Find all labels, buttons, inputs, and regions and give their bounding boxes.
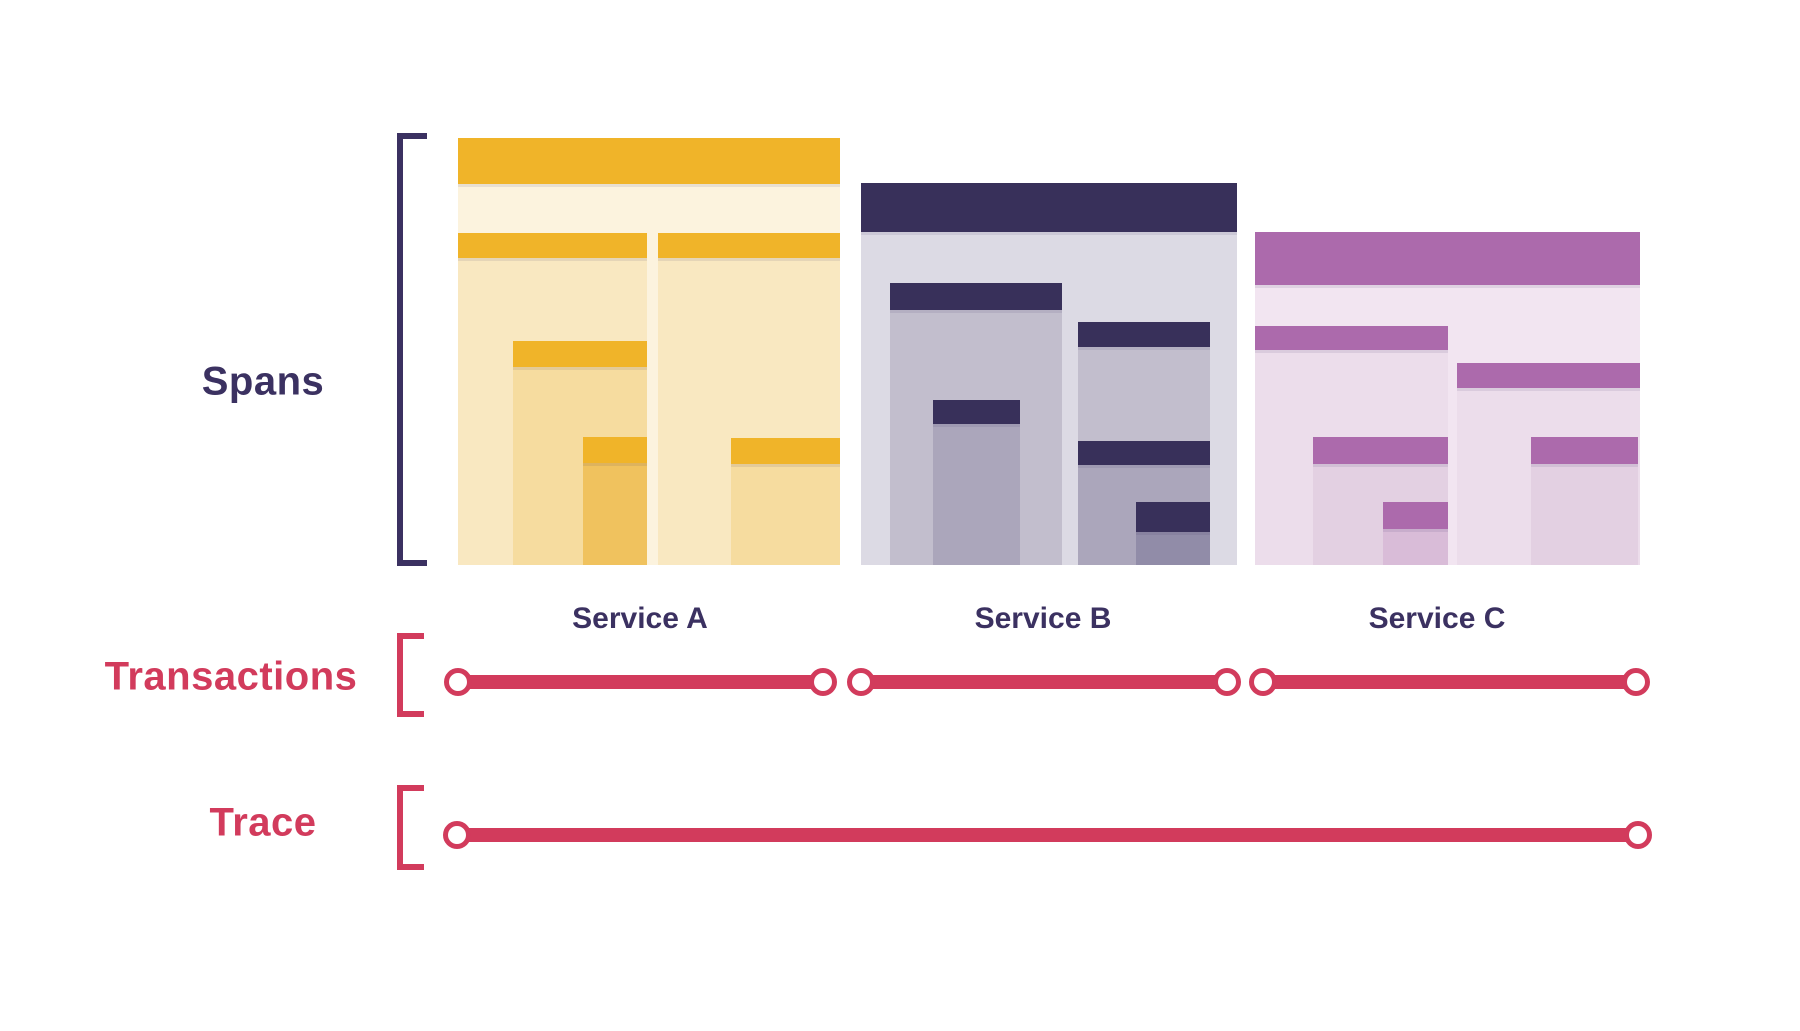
span-bar-service-c	[1383, 502, 1448, 529]
span-body-service-b	[933, 424, 1020, 565]
transaction-endpoint-service-b	[847, 668, 875, 696]
transaction-line-service-b	[861, 675, 1227, 689]
span-bar-service-a	[658, 233, 840, 258]
span-bar-service-a	[731, 438, 840, 464]
spans-bracket	[397, 133, 427, 566]
span-bar-service-c	[1457, 363, 1640, 388]
span-bar-service-b	[933, 400, 1020, 424]
transaction-endpoint-service-a	[809, 668, 837, 696]
transaction-endpoint-service-a	[444, 668, 472, 696]
trace-line	[457, 828, 1638, 842]
spans-label: Spans	[201, 359, 325, 404]
service-label-service-c: Service C	[1368, 602, 1506, 635]
span-body-service-c	[1383, 529, 1448, 565]
span-body-service-b	[1136, 532, 1210, 565]
transaction-endpoint-service-b	[1213, 668, 1241, 696]
trace-endpoint	[1624, 821, 1652, 849]
service-label-service-b: Service B	[974, 602, 1112, 635]
span-body-service-a	[731, 464, 840, 565]
span-bar-service-a	[583, 437, 647, 463]
span-bar-service-a	[458, 233, 647, 258]
span-body-service-c	[1531, 464, 1638, 565]
transactions-label: Transactions	[104, 654, 358, 699]
span-body-service-a	[583, 463, 647, 565]
trace-label: Trace	[209, 800, 317, 845]
trace-endpoint	[443, 821, 471, 849]
span-bar-service-c	[1255, 326, 1448, 350]
span-bar-service-c	[1255, 232, 1640, 285]
span-bar-service-b	[890, 283, 1062, 310]
transactions-bracket	[397, 633, 424, 717]
transaction-line-service-c	[1263, 675, 1636, 689]
span-bar-service-b	[1078, 441, 1210, 465]
transaction-line-service-a	[458, 675, 823, 689]
trace-bracket	[397, 785, 424, 870]
span-bar-service-b	[861, 183, 1237, 232]
span-bar-service-b	[1136, 502, 1210, 532]
span-bar-service-c	[1531, 437, 1638, 464]
span-bar-service-b	[1078, 322, 1210, 347]
span-bar-service-c	[1313, 437, 1448, 464]
transaction-endpoint-service-c	[1622, 668, 1650, 696]
span-bar-service-a	[513, 341, 647, 367]
transaction-endpoint-service-c	[1249, 668, 1277, 696]
service-label-service-a: Service A	[572, 602, 708, 635]
span-bar-service-a	[458, 138, 840, 184]
